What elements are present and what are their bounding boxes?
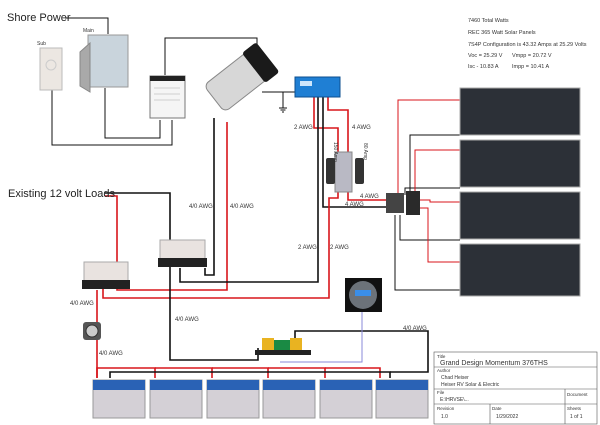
battery-bank	[92, 379, 429, 419]
main-panel: Main	[79, 28, 129, 93]
battery	[262, 379, 316, 419]
solar-panel	[459, 191, 581, 240]
solar-panel	[459, 139, 581, 188]
ground-wire	[262, 91, 284, 108]
svg-text:Author: Author	[437, 368, 451, 373]
breaker-150-amp[interactable]	[326, 158, 335, 184]
controller-negative-wire	[179, 97, 319, 283]
sub-panel: Sub	[37, 41, 63, 91]
solar-charge-controller	[294, 76, 341, 98]
sub-panel-wire	[51, 90, 173, 146]
battery-shunt	[255, 338, 311, 355]
svg-text:1.0: 1.0	[441, 414, 448, 420]
transfer-switch	[149, 75, 186, 119]
wire-label: 4/0 AWG	[99, 351, 123, 357]
pv-negative-wire	[322, 97, 390, 208]
svg-text:Title: Title	[437, 354, 446, 359]
pv-positive-wire	[347, 190, 390, 201]
battery	[92, 379, 146, 419]
wire-label: 4 AWG	[352, 125, 371, 131]
svg-text:Impp = 10.41 A: Impp = 10.41 A	[512, 64, 549, 70]
shore-power-label: Shore Power	[7, 12, 71, 24]
svg-text:1 of 1: 1 of 1	[570, 414, 583, 420]
wire-label: 4/0 AWG	[403, 326, 427, 332]
wire-label: 2 AWG	[294, 125, 313, 131]
wire-label: 2 AWG	[330, 245, 349, 251]
svg-text:7460 Total Watts: 7460 Total Watts	[468, 18, 509, 24]
svg-text:Isc - 10.83 A: Isc - 10.83 A	[468, 64, 499, 70]
breaker-label: 150 Amp	[332, 142, 338, 162]
breaker-box	[326, 151, 364, 193]
solar-panel	[459, 87, 581, 136]
loads-negative-wire	[105, 192, 259, 361]
breaker-label: 80 Amp	[362, 143, 368, 160]
system-specs: 7460 Total Watts REC 365 Watt Solar Pane…	[468, 18, 587, 70]
inverter	[205, 43, 279, 111]
existing-loads-label: Existing 12 volt Loads	[8, 188, 116, 200]
shunt-to-battery-wire	[294, 330, 429, 373]
controller-output-positive	[102, 190, 339, 299]
wire-label: 4/0 AWG	[230, 204, 254, 210]
battery-negative-bus	[109, 371, 391, 378]
battery-switch[interactable]	[83, 322, 101, 340]
svg-text:File: File	[437, 390, 445, 395]
busbar-left	[82, 261, 130, 289]
battery	[149, 379, 203, 419]
svg-text:Vmpp = 20.72 V: Vmpp = 20.72 V	[512, 53, 552, 59]
pv-combiner	[386, 191, 420, 215]
wire-label: 4 AWG	[360, 194, 379, 200]
breaker-80-amp[interactable]	[355, 158, 364, 184]
controller-pv-positive	[327, 97, 349, 155]
main-panel-wire	[104, 88, 161, 139]
wires	[51, 17, 460, 378]
svg-text:E:\HRVSE\...: E:\HRVSE\...	[440, 397, 469, 403]
svg-text:REC 365 Watt Solar Panels: REC 365 Watt Solar Panels	[468, 30, 536, 36]
wire-label: 2 AWG	[298, 245, 317, 251]
inverter-negative-wire	[204, 118, 215, 276]
battery	[375, 379, 429, 419]
svg-text:Sheets: Sheets	[567, 406, 582, 411]
svg-text:Date: Date	[492, 406, 502, 411]
svg-text:Revision: Revision	[437, 406, 455, 411]
svg-text:Voc = 25.29 V: Voc = 25.29 V	[468, 53, 503, 59]
solar-array	[459, 87, 581, 297]
controller-battery-positive	[313, 97, 339, 155]
wire-label: 4/0 AWG	[70, 301, 94, 307]
main-label: Main	[83, 28, 94, 34]
loads-positive-wire	[105, 195, 118, 282]
sub-label: Sub	[37, 41, 46, 47]
svg-text:1/29/2022: 1/29/2022	[496, 414, 518, 420]
drawing-title: Grand Design Momentum 376THS	[440, 360, 548, 367]
battery	[206, 379, 260, 419]
title-block: Title Grand Design Momentum 376THS Autho…	[433, 351, 598, 425]
svg-text:Chad Heiser: Chad Heiser	[441, 375, 469, 381]
shore-power-wire	[65, 17, 109, 34]
svg-text:Heiser RV Solar & Electric: Heiser RV Solar & Electric	[441, 382, 500, 388]
battery	[319, 379, 373, 419]
monitor-cable	[280, 312, 363, 363]
wire-label: 4 AWG	[345, 202, 364, 208]
busbar-right	[158, 239, 207, 267]
wire-label: 4/0 AWG	[189, 204, 213, 210]
wire-label: 4/0 AWG	[175, 317, 199, 323]
solar-panel	[459, 243, 581, 297]
battery-monitor	[345, 278, 382, 312]
svg-text:Document: Document	[567, 392, 588, 397]
svg-text:7S4P Configuration is 43.32 Am: 7S4P Configuration is 43.32 Amps at 25.2…	[468, 42, 587, 48]
